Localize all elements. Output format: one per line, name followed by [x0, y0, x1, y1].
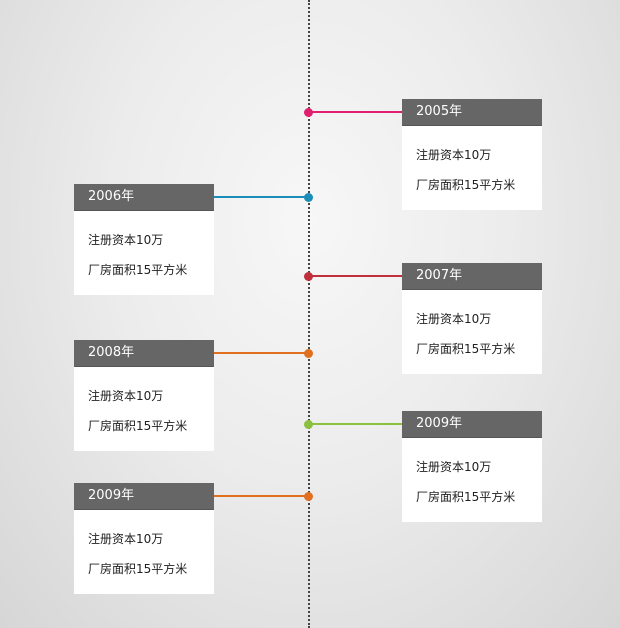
timeline-dot [304, 492, 313, 501]
year-header: 2009年 [74, 483, 214, 510]
connector-line [308, 423, 402, 425]
connector-line [308, 275, 402, 277]
year-header: 2005年 [402, 99, 542, 126]
area-text: 厂房面积15平方米 [416, 490, 516, 504]
capital-text: 注册资本10万 [88, 233, 164, 247]
timeline-dot [304, 420, 313, 429]
capital-text: 注册资本10万 [416, 148, 492, 162]
year-header: 2007年 [402, 263, 542, 290]
year-card: 2005年 注册资本10万 厂房面积15平方米 [402, 99, 542, 210]
year-header: 2009年 [402, 411, 542, 438]
area-text: 厂房面积15平方米 [88, 263, 188, 277]
year-card: 2009年 注册资本10万 厂房面积15平方米 [74, 483, 214, 594]
timeline-dot [304, 108, 313, 117]
area-text: 厂房面积15平方米 [88, 419, 188, 433]
year-card: 2009年 注册资本10万 厂房面积15平方米 [402, 411, 542, 522]
connector-line [308, 111, 402, 113]
timeline-axis [308, 0, 310, 628]
connector-line [214, 495, 308, 497]
area-text: 厂房面积15平方米 [416, 342, 516, 356]
area-text: 厂房面积15平方米 [416, 178, 516, 192]
capital-text: 注册资本10万 [88, 389, 164, 403]
year-card: 2007年 注册资本10万 厂房面积15平方米 [402, 263, 542, 374]
year-header: 2006年 [74, 184, 214, 211]
year-header: 2008年 [74, 340, 214, 367]
connector-line [214, 352, 308, 354]
capital-text: 注册资本10万 [416, 460, 492, 474]
connector-line [214, 196, 308, 198]
year-card: 2006年 注册资本10万 厂房面积15平方米 [74, 184, 214, 295]
area-text: 厂房面积15平方米 [88, 562, 188, 576]
year-card: 2008年 注册资本10万 厂房面积15平方米 [74, 340, 214, 451]
timeline-dot [304, 193, 313, 202]
capital-text: 注册资本10万 [88, 532, 164, 546]
timeline-dot [304, 272, 313, 281]
capital-text: 注册资本10万 [416, 312, 492, 326]
timeline-dot [304, 349, 313, 358]
